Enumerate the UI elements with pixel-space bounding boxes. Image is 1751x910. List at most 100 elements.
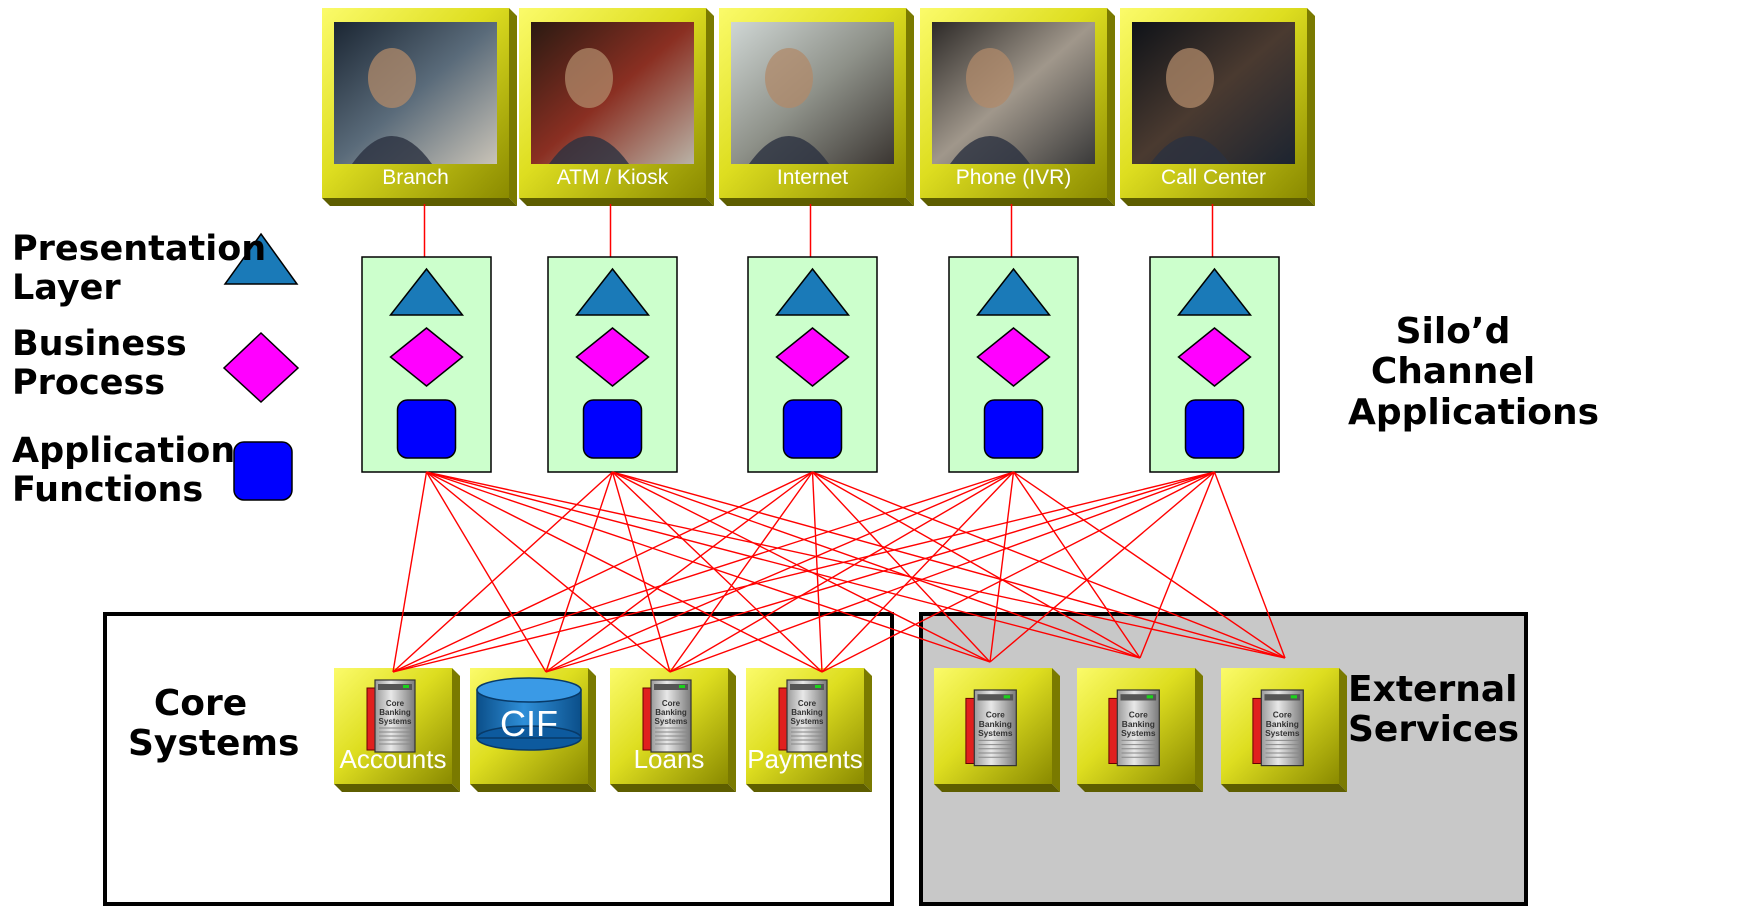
banker-at-desk-photo (334, 22, 497, 164)
channel-label: Phone (IVR) (956, 166, 1072, 189)
silo-system-link (545, 471, 1215, 673)
silo-system-link (611, 471, 671, 673)
hand-on-pda-photo (932, 22, 1095, 164)
silo-system-link (612, 471, 823, 673)
core-system-label: Loans (634, 744, 705, 774)
presentation-triangle-icon (1176, 267, 1253, 316)
server-caption-text: Banking (1122, 719, 1155, 729)
silo-system-link (1213, 471, 1286, 659)
presentation-triangle-icon (388, 267, 465, 316)
channel-label: ATM / Kiosk (557, 166, 669, 189)
silo-system-link (545, 471, 614, 673)
server-caption-text: Systems (1265, 728, 1300, 738)
silo-system-link (392, 471, 428, 673)
silo-system-link (811, 471, 823, 673)
server-caption-text: Systems (791, 717, 824, 726)
agent-with-headset-photo (1132, 22, 1295, 164)
server-caption-text: Systems (1121, 728, 1156, 738)
presentation-triangle-icon (774, 267, 851, 316)
database-cylinder-icon (476, 677, 582, 751)
silo-application-box[interactable] (747, 256, 878, 473)
silo-application-box[interactable] (547, 256, 678, 473)
legend-presentation-label: Presentation Layer (12, 229, 267, 309)
silo-application-box[interactable] (361, 256, 492, 473)
person-at-atm-photo (531, 22, 694, 164)
silo-system-link (426, 471, 671, 673)
legend-shapes (222, 232, 300, 501)
silo-system-link (1139, 471, 1216, 659)
silo-system-link (612, 471, 1141, 659)
channel-tile-phone-ivr-[interactable]: Phone (IVR) (920, 8, 1115, 206)
legend-diamond-icon (222, 331, 300, 404)
channel-tile-atm-kiosk[interactable]: ATM / Kiosk (519, 8, 714, 206)
silo-system-link (612, 471, 1286, 659)
silo-application-box[interactable] (1149, 256, 1280, 473)
server-caption-text: Core (1273, 709, 1292, 719)
business-diamond-icon (1177, 327, 1252, 387)
business-diamond-icon (775, 327, 850, 387)
silo-system-link (392, 471, 813, 673)
server-caption-text: Banking (379, 708, 411, 717)
server-caption-text: Systems (379, 717, 412, 726)
couple-at-computer-photo (731, 22, 894, 164)
channel-tile-branch[interactable]: Branch (322, 8, 517, 206)
server-caption-text: Core (798, 699, 817, 708)
presentation-triangle-icon (574, 267, 651, 316)
application-square-icon (782, 399, 843, 459)
legend-business-label: Business Process (12, 324, 187, 404)
silo-system-link (669, 471, 1215, 673)
server-caption-text: Banking (979, 719, 1012, 729)
external-services-label: External Services (1348, 669, 1520, 751)
silo-system-link (426, 471, 1286, 659)
application-square-icon (1184, 399, 1245, 459)
silo-system-link (426, 471, 991, 663)
core-system-cif[interactable]: CIF (470, 668, 596, 792)
business-diamond-icon (575, 327, 650, 387)
server-caption-text: Systems (978, 728, 1013, 738)
silo-system-link (1012, 471, 1141, 659)
silo-system-link (426, 471, 1141, 659)
legend-triangle-icon (223, 232, 299, 285)
server-caption-text: Systems (655, 717, 688, 726)
silo-system-link (545, 471, 1014, 673)
core-systems-label: Core Systems (128, 683, 300, 765)
server-caption-text: Banking (791, 708, 823, 717)
channel-tile-internet[interactable]: Internet (719, 8, 914, 206)
silo-channel-label: Silo’d Channel Applications (1348, 311, 1600, 433)
silo-system-link (812, 471, 1141, 659)
silo-system-link (989, 471, 1015, 663)
silo-system-link (669, 471, 1014, 673)
channel-label: Branch (382, 166, 449, 189)
server-caption-text: Core (386, 699, 405, 708)
silo-system-link (392, 471, 1014, 673)
silo-system-link (392, 471, 613, 673)
silo-system-link (812, 471, 1286, 659)
silo-system-link (392, 471, 1215, 673)
server-caption-text: Core (986, 709, 1005, 719)
server-caption-text: Banking (1266, 719, 1299, 729)
core-system-label: Accounts (340, 744, 447, 774)
server-caption-text: Core (1129, 709, 1148, 719)
silo-application-box[interactable] (948, 256, 1079, 473)
application-square-icon (983, 399, 1044, 459)
business-diamond-icon (976, 327, 1051, 387)
server-caption-text: Core (662, 699, 681, 708)
application-square-icon (582, 399, 643, 459)
channel-tile-call-center[interactable]: Call Center (1120, 8, 1315, 206)
server-caption-text: Banking (655, 708, 687, 717)
core-system-label: CIF (500, 703, 558, 744)
silo-system-link (612, 471, 991, 663)
silo-system-link (989, 471, 1215, 663)
